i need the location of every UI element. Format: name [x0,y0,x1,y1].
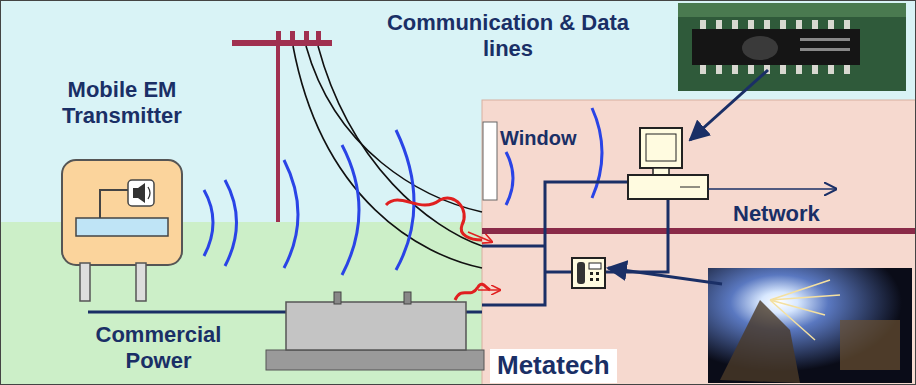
insulators [276,31,321,41]
diagram-label: Network [733,201,863,227]
floor-band [482,228,916,234]
communication-wires [293,46,482,268]
window-pane [483,122,497,200]
em-waves [204,108,602,275]
surge-squiggle [386,198,490,300]
transformer [286,302,466,350]
diagram-label: Commercial Power [76,322,241,375]
surge-arrow [468,232,492,242]
leader-arrow [608,268,722,284]
speaker-icon [76,180,168,236]
logo-box: Metatech [490,349,617,383]
transmitter-leg [80,263,90,301]
chip-photo [678,3,906,91]
building-wiring [482,182,668,305]
transmitter-node: Mobile EM Transmitter [62,160,182,265]
spark-photo [708,268,912,383]
computer-icon [628,128,708,199]
diagram-label: Window [500,126,592,150]
diagram-label: Communication & Data lines [383,10,633,63]
surge-arrow [478,289,500,291]
phone-icon [572,258,605,288]
leader-arrow [690,70,768,140]
building [482,100,916,385]
logo-text: Metatech [497,351,610,381]
transmitter-box [62,160,182,265]
transmitter-leg [136,263,146,301]
bushing [334,292,341,304]
transformer-pad [266,350,484,370]
network-arrow [708,188,836,190]
bushing [404,292,411,304]
utility-pole [276,44,280,222]
node-heading: Mobile EM Transmitter [42,77,202,128]
